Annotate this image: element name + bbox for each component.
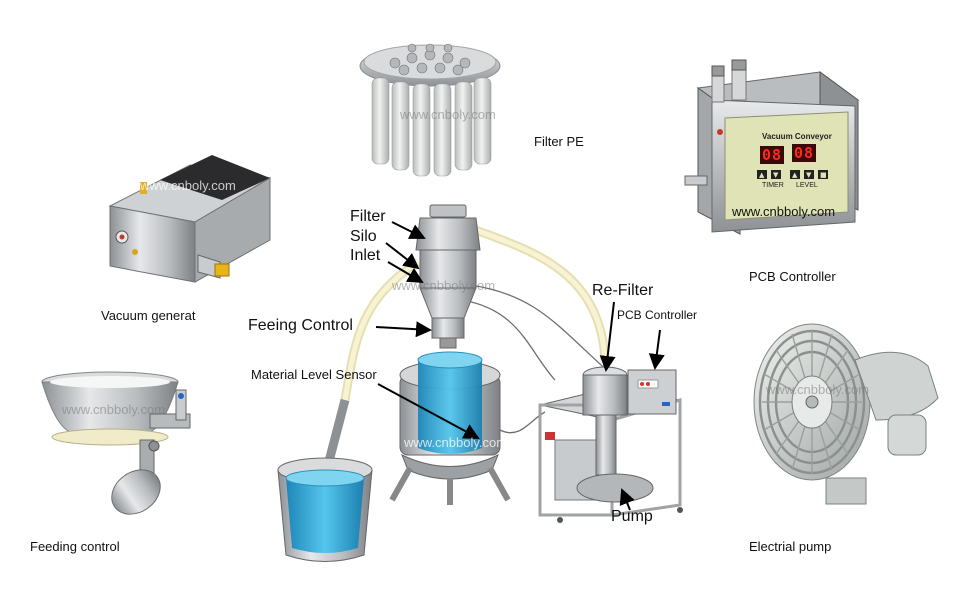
svg-text:▼: ▼ xyxy=(773,171,779,179)
feeding-control-illustration xyxy=(41,371,191,515)
controller-left-caption: TIMER xyxy=(762,182,784,189)
svg-text:▲: ▲ xyxy=(759,171,765,179)
vacuum-generator-illustration xyxy=(108,155,272,283)
label-filter: Filter xyxy=(350,208,386,225)
caption-filter-pe: Filter PE xyxy=(534,134,584,149)
caption-feeding-control: Feeding control xyxy=(30,539,120,554)
label-inlet: Inlet xyxy=(350,247,381,264)
controller-left-display: 08 xyxy=(760,146,785,164)
filter-pe-illustration xyxy=(359,43,501,177)
caption-electrical-pump: Electrial pump xyxy=(749,539,832,554)
caption-vacuum-generator-clip: Vacuum generat xyxy=(101,308,205,326)
watermark-feeding-control: www.cnbboly.com xyxy=(62,402,166,417)
watermark-silo: www.cnbboly.com xyxy=(392,278,496,293)
controller-panel-title: Vacuum Conveyor xyxy=(762,132,832,141)
label-feeding-control: Feeing Control xyxy=(248,317,353,334)
controller-right-caption: LEVEL xyxy=(796,182,818,189)
caption-pcb-controller: PCB Controller xyxy=(749,269,836,284)
electrical-pump-illustration xyxy=(753,323,939,505)
label-re-filter: Re-Filter xyxy=(592,282,654,299)
watermark-vacuum-generator: www.cnboly.com xyxy=(140,178,236,193)
watermark-electrical-pump: www.cnbboly.com xyxy=(766,382,870,397)
pcb-controller-illustration: ▲ ▼ ▲ ▼ ■ xyxy=(684,59,860,235)
watermark-pcb-controller: www.cnbboly.com xyxy=(732,204,836,219)
svg-text:▼: ▼ xyxy=(806,171,812,179)
svg-text:■: ■ xyxy=(820,171,827,179)
controller-right-display: 08 xyxy=(792,144,817,162)
watermark-filter-pe: www.cnboly.com xyxy=(400,107,496,122)
label-pcb-controller: PCB Controller xyxy=(617,308,698,322)
watermark-vacuum-generator-clip: www.cnboly.com xyxy=(140,178,250,196)
svg-text:▲: ▲ xyxy=(792,171,798,179)
label-material-level-sensor: Material Level Sensor xyxy=(251,367,377,382)
vacuum-conveyor-system xyxy=(277,204,683,562)
caption-vacuum-generator: Vacuum generat xyxy=(101,308,196,323)
label-silo: Silo xyxy=(350,228,377,245)
label-pump: Pump xyxy=(611,508,653,525)
watermark-tank: www.cnbboly.com xyxy=(404,435,508,450)
